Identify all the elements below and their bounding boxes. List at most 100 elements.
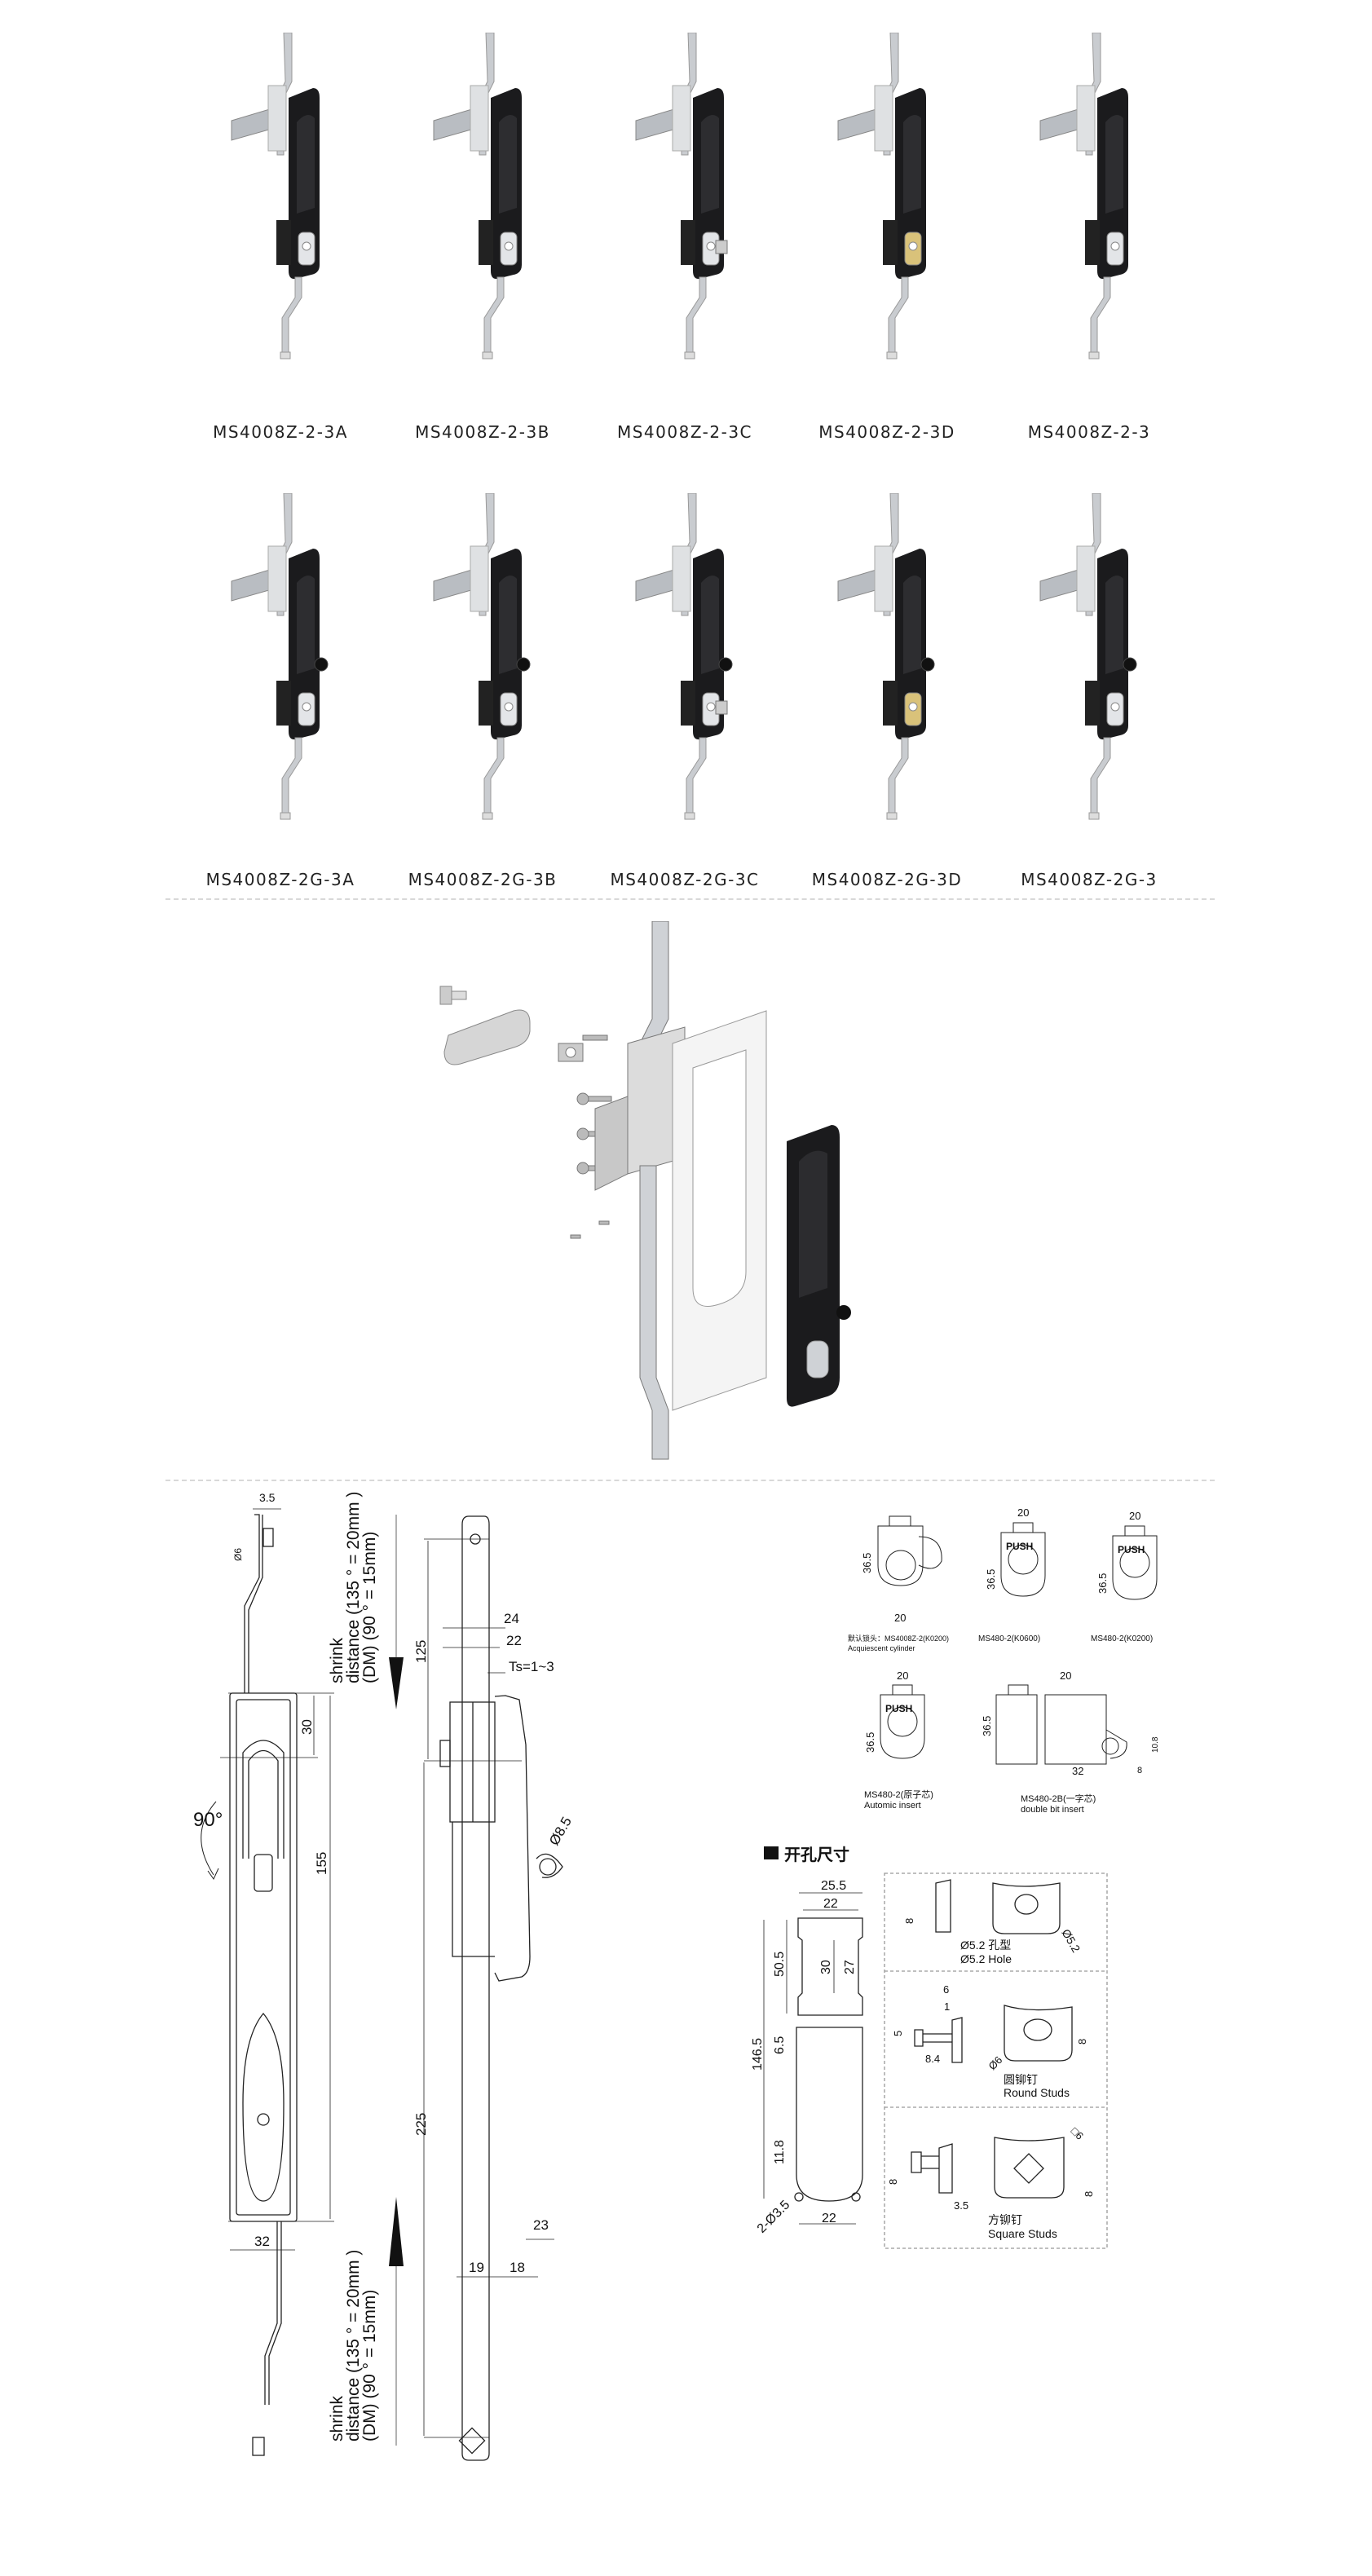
lock-image [433,33,522,359]
lock-image [231,33,320,359]
product-card[interactable]: MS4008Z-2-3D [786,33,988,442]
handle-grip [701,576,719,674]
product-card[interactable]: MS4008Z-2G-3C [584,493,786,889]
keyhole [908,241,918,251]
product-card[interactable]: MS4008Z-2G-3D [786,493,988,889]
product-card[interactable]: MS4008Z-2G-3 [988,493,1190,889]
dim-24: 24 [504,1611,519,1626]
lock-image [837,493,935,820]
stud-dim: 8 [1083,2191,1095,2197]
bracket [267,85,287,152]
cylinder-label: 默认锁头：MS4008Z-2(K0200) [848,1634,949,1643]
keyhole [302,241,311,251]
rod-bottom [1090,737,1111,816]
cyl-dim: 36.5 [861,1553,873,1573]
cylinder-drawings [877,1515,1158,1765]
bracket [470,545,489,612]
rod-end [684,351,695,359]
keyhole [908,702,918,712]
keyhole [1110,702,1120,712]
front-view [201,1508,334,2456]
cylinder-label: MS480-2(K0200) [1091,1634,1153,1643]
cutout-dim: 146.5 [751,2038,765,2071]
square-studs-cn: 方铆钉 [988,2213,1022,2226]
handle-base [883,681,898,726]
cyl-dim: 36.5 [1096,1573,1109,1594]
dim-19: 19 [469,2260,484,2275]
handle-grip [701,115,719,214]
round-studs-en: Round Studs [1004,2086,1070,2099]
hole-label-cn: Ø5.2 孔型 [960,1939,1011,1952]
heading-square-icon [764,1846,779,1859]
cutout-dim: 6.5 [773,2036,787,2054]
bracket [672,545,691,612]
knob-icon [920,657,935,672]
handle-base [681,681,695,726]
rod-bottom [888,276,909,355]
rod-end [482,812,493,820]
knob-icon [1123,657,1137,672]
side-bracket [594,1096,629,1191]
bracket [1076,85,1096,152]
cylinder-label-en: Automic insert [864,1801,921,1811]
handle-grip [499,115,517,214]
dim-18: 18 [510,2260,525,2275]
cutout-dim: 22 [822,2212,836,2225]
push-label: PUSH [1006,1541,1033,1552]
section-divider [165,898,1215,900]
dim-rod: 3.5 [259,1491,276,1504]
cyl-dim: 20 [1060,1670,1071,1682]
push-label: PUSH [1118,1544,1145,1555]
product-card[interactable]: MS4008Z-2-3C [584,33,786,442]
handle-grip [903,576,921,674]
stud-dia: Ø6 [986,2053,1005,2072]
product-model: MS4008Z-2G-3B [408,870,558,889]
bracket [874,85,893,152]
handle-base [276,220,291,265]
ts-range: Ts=1~3 [509,1659,554,1674]
keyhole [302,702,311,712]
product-card[interactable]: MS4008Z-2G-3A [179,493,382,889]
handle-grip [1105,115,1123,214]
stud-dim: 5 [892,2031,904,2036]
rod-end [280,351,291,359]
hole-dim: 8 [903,1918,915,1924]
dim-width: 32 [254,2234,270,2249]
handle-base [883,220,898,265]
rod-bottom [686,737,707,816]
cylinder-label: MS480-2B(一字芯) [1021,1793,1096,1804]
rod-end [684,812,695,820]
keyhole [504,241,514,251]
shrink-text-2: distance (135 ° = 20mm ) [344,1492,363,1683]
dim-eye: Ø8.5 [546,1815,575,1848]
exploded-view [439,921,851,1460]
product-card[interactable]: MS4008Z-2-3 [988,33,1190,442]
lock-image [635,33,728,359]
cylinder-label: MS480-2(原子芯) [864,1789,933,1800]
rod-end [482,351,493,359]
lock-image [1039,33,1128,359]
product-model: MS4008Z-2-3D [818,422,955,442]
product-card[interactable]: MS4008Z-2G-3B [382,493,584,889]
rod-bottom [281,276,302,355]
dim-total: 225 [413,2113,429,2136]
product-card[interactable]: MS4008Z-2-3B [382,33,584,442]
cutout-dim: 25.5 [821,1879,846,1893]
bracket [672,85,691,152]
handle-base [479,220,493,265]
cylinder-label-en: double bit insert [1021,1805,1084,1815]
nut-icon [558,1043,584,1062]
product-model: MS4008Z-2G-3A [205,870,355,889]
lock-image [635,493,733,820]
shrink-text-1: shrink [328,2395,346,2441]
dim-23: 23 [533,2217,549,2233]
product-model: MS4008Z-2-3A [213,422,348,442]
technical-drawing: 3.5 Ø6 30 155 32 90° shrink distance (13… [193,1491,1160,2461]
rod-end [886,812,898,820]
cyl-dim: 20 [897,1670,908,1682]
cutout-dim: 2-Ø3.5 [755,2198,793,2236]
product-card[interactable]: MS4008Z-2-3A [179,33,382,442]
cutout-dim: 11.8 [773,2140,787,2164]
handle-grip [297,576,315,674]
product-row-standard: MS4008Z-2-3A MS4008Z-2-3B MS4008Z-2-3C M… [179,33,1190,442]
